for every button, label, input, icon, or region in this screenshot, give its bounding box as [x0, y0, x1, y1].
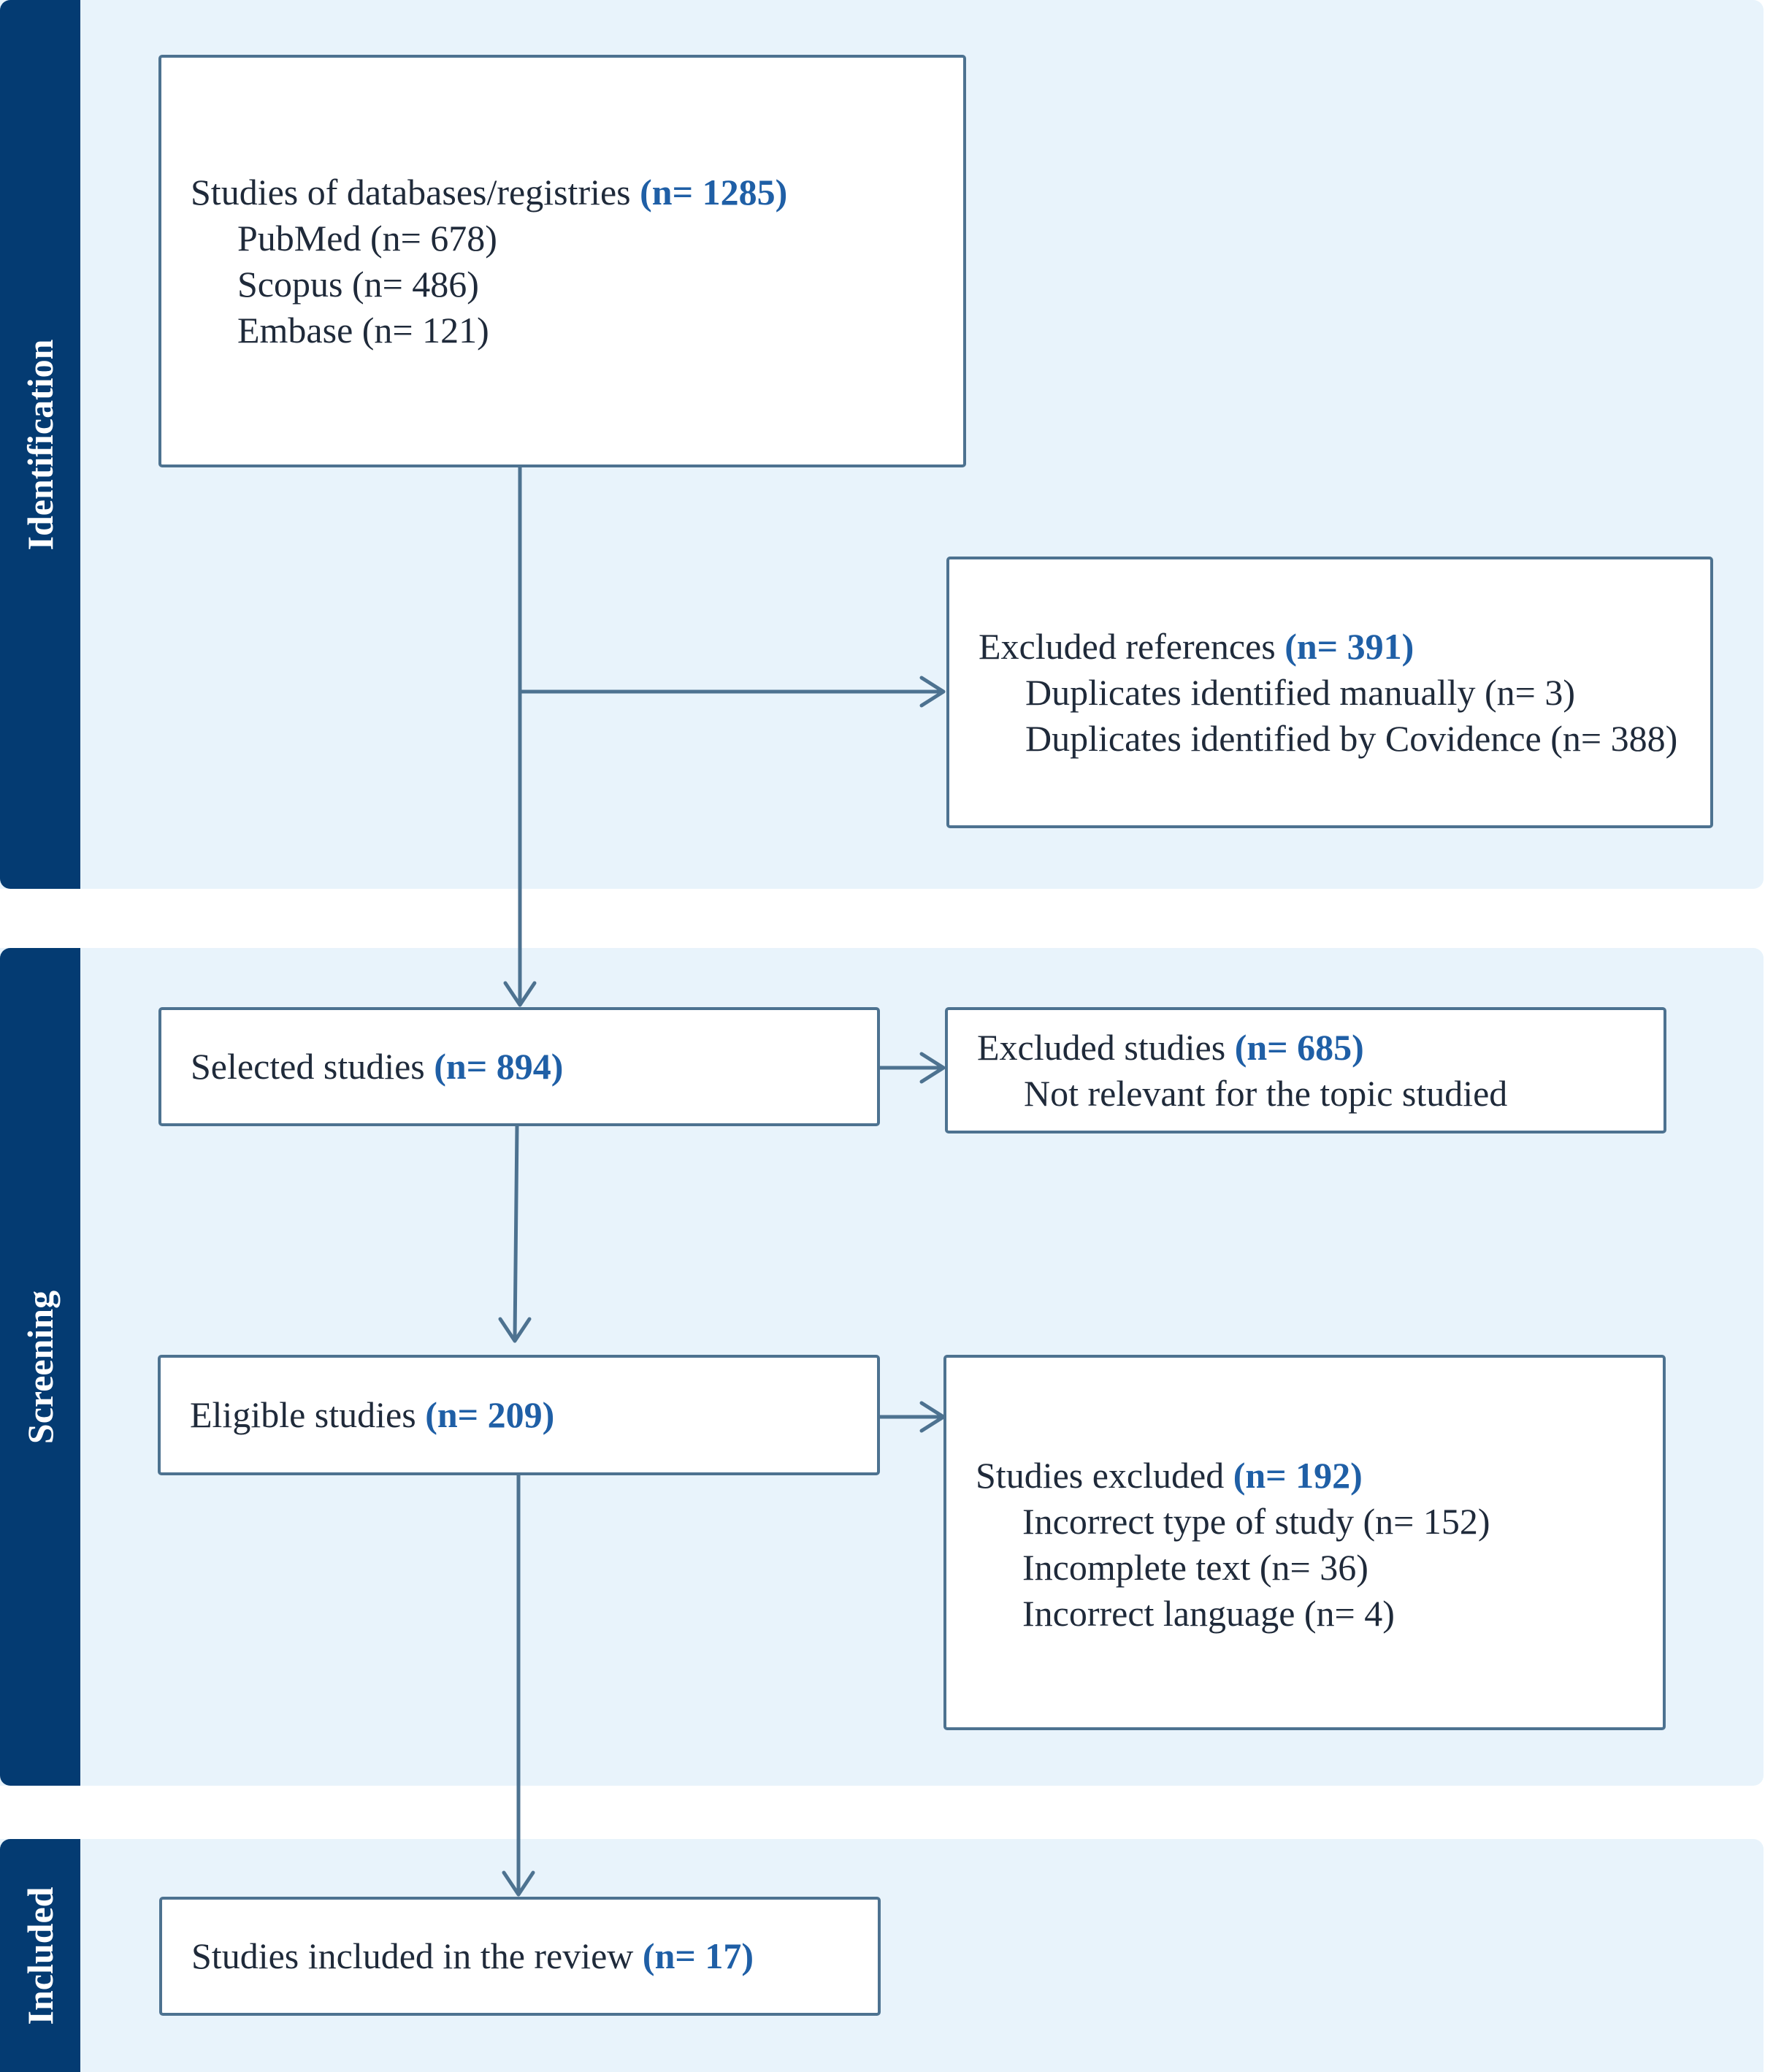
source-embase: Embase (n= 121) [237, 309, 489, 351]
arrowhead-included [502, 1870, 535, 1897]
identification-tab: Identification [0, 0, 80, 889]
records-box: Studies of databases/registries (n= 1285… [158, 55, 966, 467]
studies-excluded-reason: Incomplete text (n= 36) [1022, 1547, 1368, 1588]
studies-excluded-heading: Studies excluded (n= 192) [976, 1453, 1634, 1499]
arrowhead-excluded-studies [919, 1052, 946, 1084]
selected-label: Selected studies [191, 1046, 425, 1087]
excluded-refs-label: Excluded references [979, 625, 1276, 667]
included-label-text: Studies included in the review [191, 1935, 634, 1976]
studies-excluded-label: Studies excluded [976, 1455, 1225, 1496]
excluded-studies-reason: Not relevant for the topic studied [1024, 1072, 1508, 1114]
excluded-refs-heading: Excluded references (n= 391) [979, 624, 1681, 670]
eligible-heading: Eligible studies (n= 209) [190, 1392, 848, 1438]
arrowhead-eligible [498, 1317, 532, 1343]
excluded-references-box: Excluded references (n= 391) Duplicates … [946, 557, 1713, 828]
records-count: (n= 1285) [640, 171, 788, 213]
eligible-count: (n= 209) [425, 1394, 555, 1435]
records-heading: Studies of databases/registries (n= 1285… [191, 169, 934, 215]
eligible-label: Eligible studies [190, 1394, 416, 1435]
excluded-refs-count: (n= 391) [1284, 625, 1414, 667]
selected-heading: Selected studies (n= 894) [191, 1044, 848, 1090]
arrow-selected-to-eligible [513, 1124, 519, 1340]
studies-excluded-box: Studies excluded (n= 192) Incorrect type… [943, 1355, 1666, 1730]
selected-studies-box: Selected studies (n= 894) [158, 1007, 880, 1126]
arrowhead-selected [503, 981, 537, 1007]
excluded-refs-reason: Duplicates identified by Covidence (n= 3… [1025, 717, 1678, 759]
included-count: (n= 17) [642, 1935, 754, 1976]
studies-excluded-count: (n= 192) [1233, 1455, 1363, 1496]
eligible-studies-box: Eligible studies (n= 209) [158, 1355, 880, 1475]
source-scopus: Scopus (n= 486) [237, 263, 479, 305]
arrowhead-excluded-refs [919, 676, 946, 708]
screening-tab: Screening [0, 948, 80, 1786]
studies-excluded-reason: Incorrect type of study (n= 152) [1022, 1501, 1490, 1542]
studies-excluded-reason: Incorrect language (n= 4) [1022, 1593, 1395, 1634]
records-label: Studies of databases/registries [191, 171, 631, 213]
included-tab: Included [0, 1839, 80, 2072]
excluded-refs-reason: Duplicates identified manually (n= 3) [1025, 671, 1575, 713]
included-heading: Studies included in the review (n= 17) [191, 1933, 849, 1979]
included-studies-box: Studies included in the review (n= 17) [159, 1897, 881, 2016]
excluded-studies-count: (n= 685) [1234, 1026, 1364, 1068]
selected-count: (n= 894) [434, 1046, 564, 1087]
excluded-studies-box: Excluded studies (n= 685) Not relevant f… [945, 1007, 1666, 1134]
source-pubmed: PubMed (n= 678) [237, 217, 497, 259]
excluded-studies-label: Excluded studies [977, 1026, 1226, 1068]
excluded-studies-heading: Excluded studies (n= 685) [977, 1025, 1634, 1071]
